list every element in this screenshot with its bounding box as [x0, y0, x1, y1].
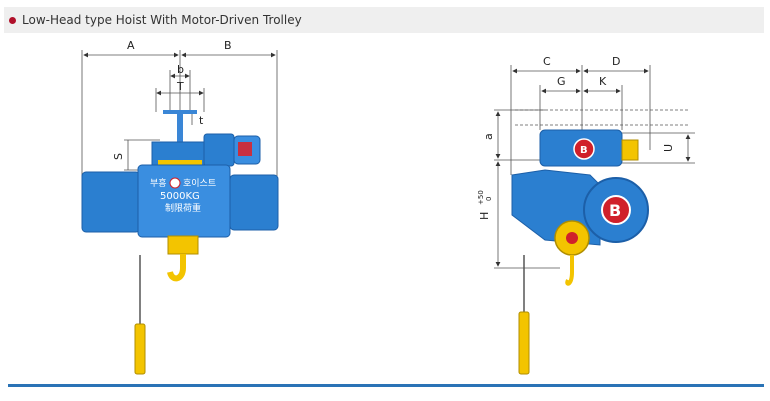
pendant-control	[134, 323, 146, 375]
dim-label-D: D	[612, 55, 620, 68]
hoist-motor-left	[81, 171, 141, 233]
front-view: A B b T t S 부흥 호이스트 5000KG 制限荷重	[81, 39, 279, 375]
dim-label-U: U	[662, 144, 675, 152]
plate-line3: 制限荷重	[165, 202, 201, 214]
dim-label-B: B	[224, 39, 232, 52]
big-logo-icon	[601, 195, 631, 225]
small-logo-letter: B	[580, 145, 588, 156]
dim-label-b: b	[177, 63, 184, 76]
plate-line1: 부흥	[150, 177, 167, 189]
side-yellow-block	[621, 139, 639, 161]
dimension-lines-side	[494, 65, 695, 269]
title-bar: Low-Head type Hoist With Motor-Driven Tr…	[4, 7, 764, 33]
motor-label	[238, 142, 252, 156]
dim-label-G: G	[557, 75, 566, 88]
plate-logo-icon	[169, 177, 181, 189]
bottom-rule	[8, 384, 764, 387]
big-logo-letter: B	[609, 201, 621, 220]
dim-label-T: T	[176, 80, 184, 93]
sheave-center-icon	[566, 232, 578, 244]
dim-tolerance-top: +50	[477, 190, 485, 205]
side-hook-icon	[565, 255, 574, 286]
hook-icon	[167, 254, 186, 282]
dim-tolerance-bottom: 0	[485, 197, 493, 201]
dim-label-K: K	[599, 75, 607, 88]
plate-line2: 호이스트	[183, 178, 216, 189]
dim-label-H: H	[478, 212, 491, 220]
plate-capacity: 5000KG	[160, 191, 200, 202]
dim-label-t: t	[199, 114, 204, 127]
hoist-gearbox	[229, 174, 279, 231]
dim-label-a: a	[482, 133, 495, 140]
dim-label-C: C	[543, 55, 551, 68]
dimension-lines-front	[81, 50, 278, 190]
bullet-icon	[9, 16, 16, 24]
dim-label-A: A	[127, 39, 135, 52]
small-logo-icon	[573, 138, 595, 160]
trolley-motor	[203, 133, 235, 167]
dim-label-S: S	[112, 153, 125, 160]
page-title: Low-Head type Hoist With Motor-Driven Tr…	[22, 13, 302, 27]
side-pendant-control	[518, 311, 530, 375]
side-view: C D G K a U H +50 0 B B	[477, 55, 695, 375]
hook-block	[167, 235, 199, 255]
